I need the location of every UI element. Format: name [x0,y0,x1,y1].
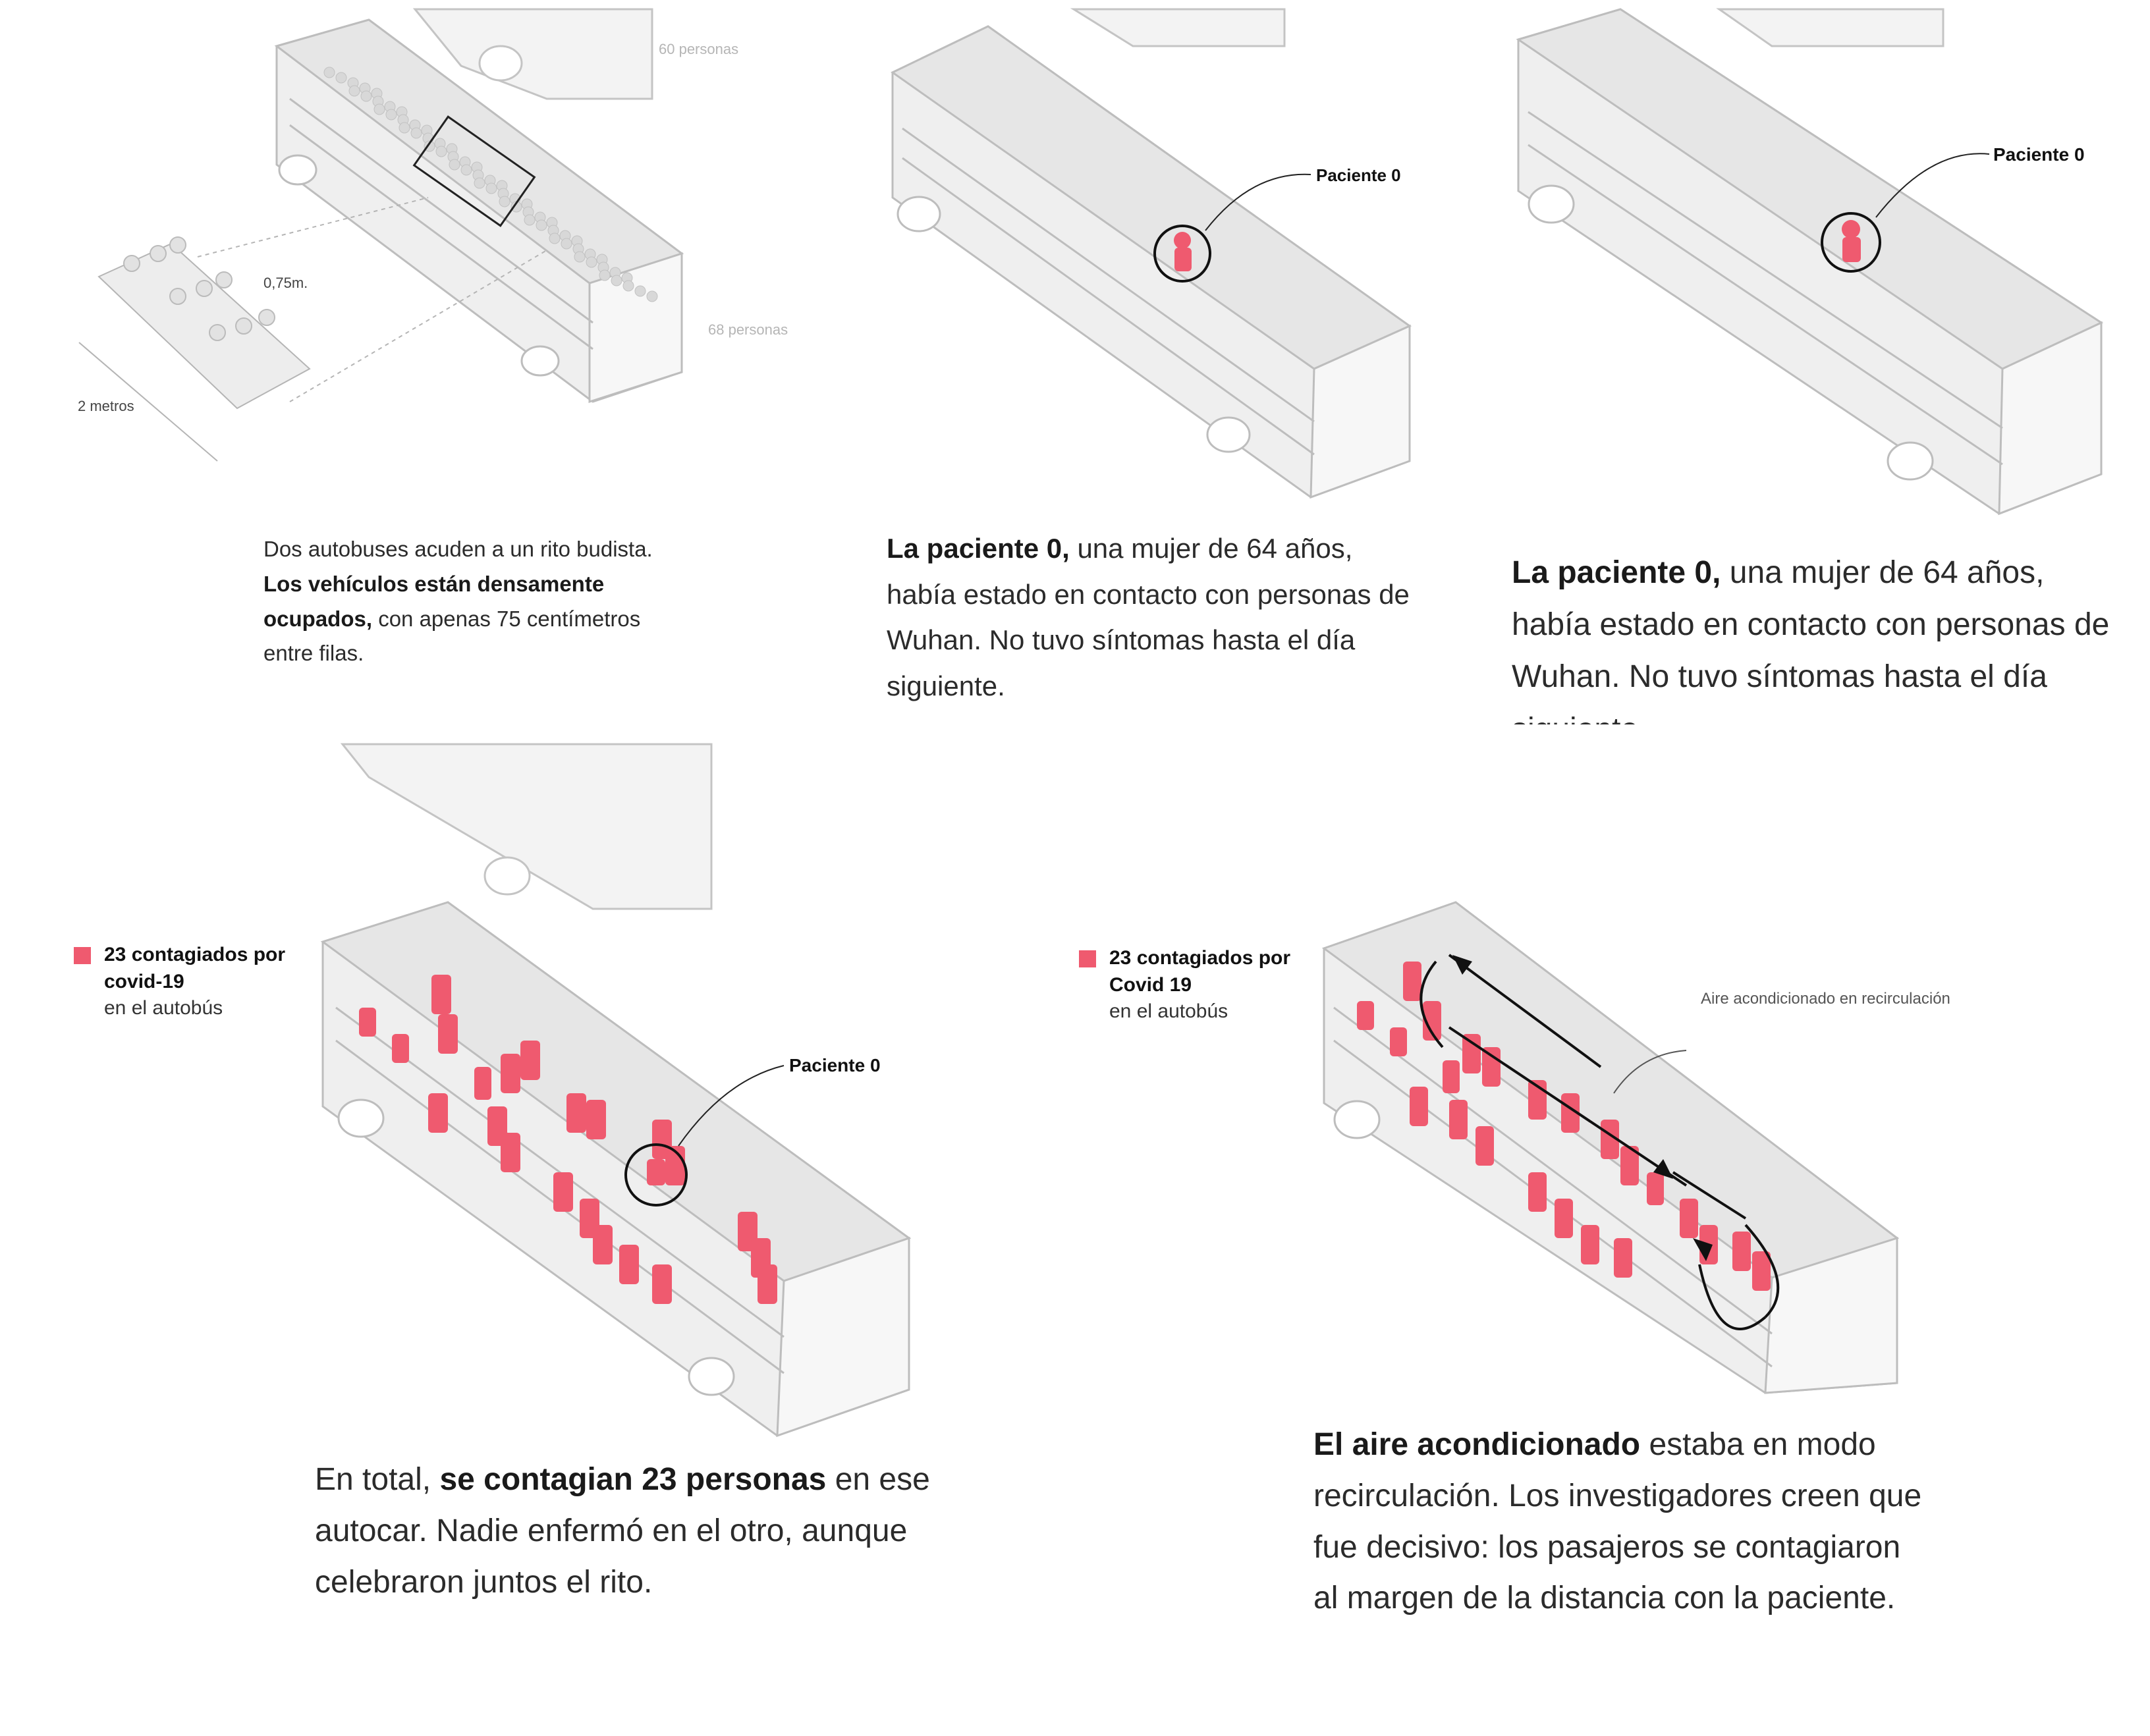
bus-body [320,901,912,1438]
passenger-seat [634,285,646,297]
bus-body [891,25,1412,499]
passenger-seat [373,103,385,115]
passenger-seat [335,72,347,84]
bus-body [1516,8,2104,516]
label-row-spacing: 0,75m. [263,275,308,291]
passenger-seat [360,90,372,102]
bus-illustration-patient: Paciente 0 [891,8,1412,499]
patient-zero-figure [647,1159,665,1185]
label-patient-zero: Paciente 0 [789,1055,881,1075]
legend-infected-covid: 23 contagiados por Covid 19 en el autobú… [1079,945,1303,1022]
panel-patient-zero-duplicate: Paciente 0 La paciente 0, una mujer de 6… [1482,0,2150,724]
patient-zero-leader [1205,173,1311,231]
passenger-seat [611,275,622,286]
legend-infected-bold: 23 contagiados por Covid 19 [1109,947,1291,996]
caption-infected-text2: en ese autocar. Nadie enfermó en el otro… [315,1462,930,1600]
passenger-seat [646,290,658,302]
caption-patient-text: una mujer de 64 años, había estado en co… [887,533,1410,702]
caption-patient-dup: La paciente 0, una mujer de 64 años, hab… [1512,547,2131,724]
caption-setup-text2: con apenas 75 centímetros entre filas. [263,606,641,666]
infected-passengers [359,975,777,1304]
second-bus-partial [340,743,713,910]
caption-infected-bold: se contagian 23 personas [439,1462,827,1497]
panel-patient-zero: Paciente 0 La paciente 0, una mujer de 6… [856,0,1482,724]
passenger-seat [622,280,634,292]
caption-setup: Dos autobuses acuden a un rito budista. … [263,532,685,671]
passenger-seat [561,238,572,250]
label-patient-zero: Paciente 0 [1316,165,1401,185]
caption-aircon-bold: El aire acondicionado [1313,1427,1641,1462]
caption-infected-text1: En total, [315,1462,440,1497]
bus-illustration-setup: 60 personas 68 personas [78,8,788,462]
passenger-seat [460,164,472,176]
air-label-leader [1613,1050,1687,1094]
passenger-seat [549,232,561,244]
passengers-grid [323,67,658,302]
passenger-seat [449,159,460,171]
passenger-seat [536,219,547,231]
bus-illustration-patient-dup: Paciente 0 [1516,8,2104,516]
patient-zero-figure [1842,220,1861,262]
label-bottom-bus: 68 personas [708,321,788,338]
caption-patient-bold: La paciente 0, [887,533,1070,564]
legend-infected-sub: en el autobús [104,997,223,1019]
patient-zero-circle [1153,225,1211,283]
legend-infected-swatch [74,947,91,964]
caption-patient-dup-bold: La paciente 0, [1512,555,1721,590]
passenger-seat [474,177,485,189]
caption-setup-bold: Los vehículos están densamente ocupados, [263,571,605,631]
legend-infected-sub: en el autobús [1109,1000,1228,1022]
passenger-seat [424,140,435,152]
label-top-bus: 60 personas [659,41,738,57]
highlighted-seat-block [412,115,536,227]
bus-illustration-aircon: Aire acondicionado en recirculación [1321,901,1950,1394]
passenger-seat [348,85,360,97]
patient-zero-circle [624,1143,688,1207]
seat-detail-group [78,197,547,462]
panel-bus-setup: 60 personas 68 personas [0,0,856,724]
passenger-seat [586,256,597,268]
passenger-seat [524,214,536,226]
passenger-seat [399,122,410,134]
label-air-conditioning: Aire acondicionado en recirculación [1701,990,1950,1008]
passenger-seat [499,196,510,207]
label-patient-zero: Paciente 0 [1993,144,2085,165]
passenger-seat [599,269,611,281]
caption-aircon-text: estaba en modo recirculación. Los invest… [1313,1427,1922,1616]
second-bus-partial [1070,8,1286,47]
patient-zero-figure [1174,232,1192,271]
caption-setup-text1: Dos autobuses acuden a un rito budista. [263,537,653,561]
passenger-seat [385,109,397,121]
legend-infected-bold: 23 contagiados por covid-19 [104,944,286,992]
legend-infected-swatch [1079,950,1096,967]
caption-patient-dup-text: una mujer de 64 años, había estado en co… [1512,555,2110,724]
label-air-conditioning-text: Aire acondicionado en recirculación [1701,990,1950,1008]
passenger-seat [574,251,586,263]
caption-patient: La paciente 0, una mujer de 64 años, hab… [887,526,1427,709]
panel-air-conditioning: 23 contagiados por Covid 19 en el autobú… [988,724,2150,1736]
passenger-seat [323,67,335,78]
second-bus-partial [412,8,653,100]
airflow-arrowheads [1452,955,1713,1261]
second-bus-partial [1716,8,1944,47]
panel-infected-total: 23 contagiados por covid-19 en el autobú… [0,724,988,1736]
patient-zero-circle [1821,212,1881,273]
label-bus-width: 2 metros [78,398,134,414]
bus-illustration-infected: Paciente 0 [320,743,912,1438]
passenger-seat [485,182,497,194]
passenger-seat [435,146,447,157]
passenger-seat [410,127,422,139]
legend-infected: 23 contagiados por covid-19 en el autobú… [74,942,298,1019]
caption-infected: En total, se contagian 23 personas en es… [315,1454,934,1608]
airflow-arrows [1420,954,1780,1330]
caption-aircon: El aire acondicionado estaba en modo rec… [1313,1419,1926,1624]
patient-zero-leader [1875,153,1990,218]
patient-zero-leader [678,1065,785,1147]
